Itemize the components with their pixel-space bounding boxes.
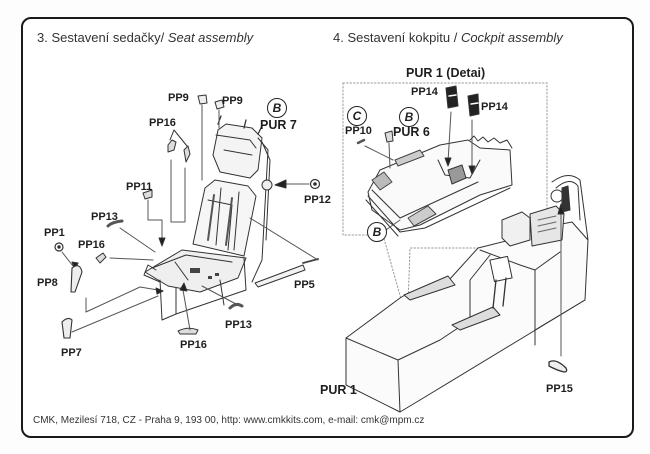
label-pp1: PP1 xyxy=(44,227,65,239)
title-czech: Sestavení kokpitu / xyxy=(347,30,458,45)
label-pp12: PP12 xyxy=(304,194,331,206)
title-english: Seat assembly xyxy=(167,30,254,45)
label-pp14-a: PP14 xyxy=(411,86,438,98)
title-czech: Sestavení sedačky/ xyxy=(51,30,165,45)
badge-b-icon: B xyxy=(367,222,387,242)
badge-b-icon: B xyxy=(399,107,419,127)
label-pp15: PP15 xyxy=(546,383,573,395)
label-pp16-mid: PP16 xyxy=(78,239,105,251)
pp9-part-a xyxy=(197,94,208,105)
label-pur7: PUR 7 xyxy=(260,118,297,132)
label-pp14-b: PP14 xyxy=(481,101,508,113)
pp9-part-b xyxy=(214,99,225,110)
label-pp9-b: PP9 xyxy=(222,95,243,107)
badge-b-icon: B xyxy=(267,98,287,118)
ejection-seat-drawing xyxy=(143,115,273,321)
cockpit-tub-drawing xyxy=(345,175,589,413)
label-pp10: PP10 xyxy=(345,125,372,137)
badge-c-icon: C xyxy=(347,106,367,126)
title-english: Cockpit assembly xyxy=(460,30,563,45)
label-pp5: PP5 xyxy=(294,279,315,291)
label-pp11: PP11 xyxy=(126,181,153,193)
label-pp13-bottom: PP13 xyxy=(225,319,252,331)
label-pur6: PUR 6 xyxy=(393,125,430,139)
seat-assembly-title: 3. Sestavení sedačky/ Seat assembly xyxy=(37,30,253,45)
label-pp16-top: PP16 xyxy=(149,117,176,129)
label-pp8: PP8 xyxy=(37,277,58,289)
label-pp9-a: PP9 xyxy=(168,92,189,104)
label-pur1: PUR 1 xyxy=(320,383,357,397)
step-number: 4. xyxy=(333,30,344,45)
label-pp16-bottom: PP16 xyxy=(180,339,207,351)
label-pp13-left: PP13 xyxy=(91,211,118,223)
cockpit-detail-drawing xyxy=(356,85,513,237)
step-number: 3. xyxy=(37,30,48,45)
label-detail-title: PUR 1 (Detai) xyxy=(406,66,486,80)
manufacturer-contact-footer: CMK, Mezilesí 718, CZ - Praha 9, 193 00,… xyxy=(33,415,425,426)
seat-parts xyxy=(54,94,321,339)
label-pp7: PP7 xyxy=(61,347,82,359)
cockpit-assembly-title: 4. Sestavení kokpitu / Cockpit assembly xyxy=(333,30,563,45)
